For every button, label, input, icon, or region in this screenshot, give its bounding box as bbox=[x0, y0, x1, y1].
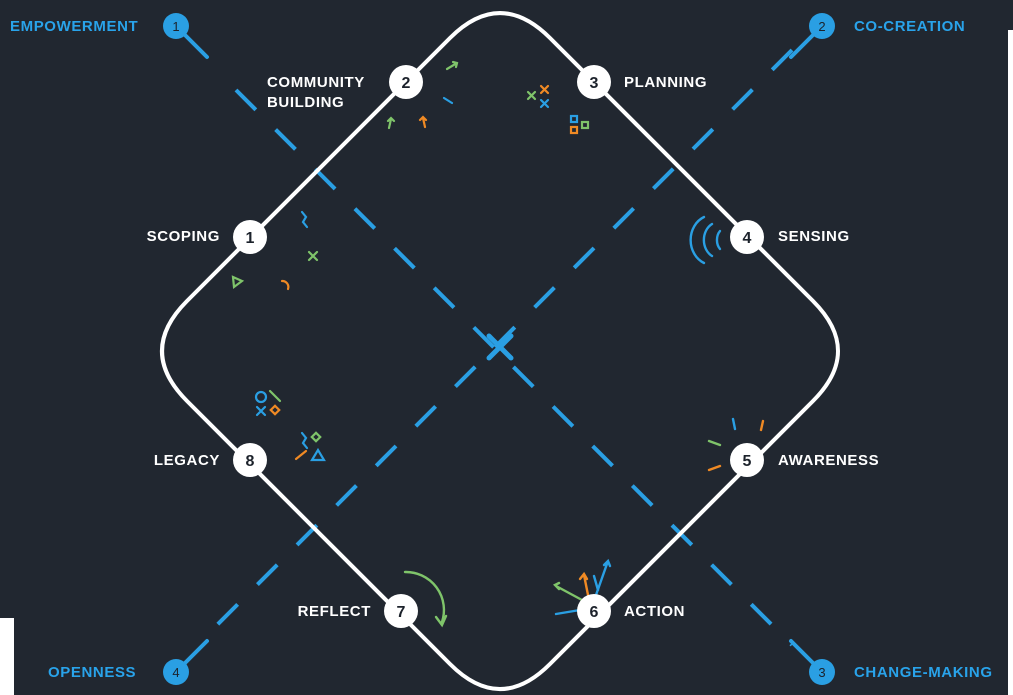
shape-collection-icon bbox=[254, 389, 326, 462]
step-label-scoping: SCOPING bbox=[147, 228, 220, 245]
cross-mark-icon bbox=[486, 333, 514, 361]
step-node-4: 4 SENSING bbox=[730, 220, 850, 254]
scattered-shapes-icon bbox=[231, 210, 319, 291]
principle-number: 2 bbox=[818, 19, 825, 34]
principle-marker-1: 1 EMPOWERMENT bbox=[10, 13, 209, 59]
step-badge bbox=[233, 220, 267, 254]
process-loop bbox=[160, 11, 840, 691]
step-node-5: 5 AWARENESS bbox=[730, 443, 879, 477]
step-badge bbox=[233, 443, 267, 477]
radiating-lines-icon bbox=[707, 417, 765, 472]
step-number: 6 bbox=[590, 604, 599, 621]
step-label-sensing: SENSING bbox=[778, 228, 850, 245]
principle-label-change-making: CHANGE-MAKING bbox=[854, 664, 993, 681]
step-label-planning: PLANNING bbox=[624, 74, 707, 91]
step-badge bbox=[730, 220, 764, 254]
step-badge bbox=[577, 594, 611, 628]
step-number: 8 bbox=[246, 453, 255, 470]
corner-cutout bbox=[0, 618, 14, 695]
step-label-action: ACTION bbox=[624, 603, 685, 620]
step-number: 1 bbox=[246, 230, 255, 247]
step-label-building: BUILDING bbox=[267, 94, 344, 111]
principle-number: 3 bbox=[818, 665, 825, 680]
crosses-and-squares-icon bbox=[526, 84, 590, 135]
step-node-1: 1 SCOPING bbox=[147, 220, 267, 254]
principle-label-openness: OPENNESS bbox=[48, 664, 136, 681]
curved-arrow-icon bbox=[403, 570, 448, 628]
principle-number: 4 bbox=[172, 665, 179, 680]
step-label-community: COMMUNITY bbox=[267, 74, 365, 91]
principle-badge bbox=[163, 13, 189, 39]
step-badge bbox=[730, 443, 764, 477]
step-number: 4 bbox=[743, 230, 752, 247]
axis-empowerment-to-change-making bbox=[234, 88, 794, 647]
principle-label-co-creation: CO-CREATION bbox=[854, 18, 965, 35]
principle-number: 1 bbox=[172, 19, 179, 34]
step-node-2: 2 COMMUNITY BUILDING bbox=[267, 65, 423, 111]
signal-waves-icon bbox=[689, 215, 722, 265]
step-label-awareness: AWARENESS bbox=[778, 452, 879, 469]
principle-badge bbox=[809, 13, 835, 39]
step-label-legacy: LEGACY bbox=[154, 452, 220, 469]
step-node-3: 3 PLANNING bbox=[577, 65, 707, 99]
principle-badge bbox=[809, 659, 835, 685]
axis-co-creation-to-openness bbox=[210, 48, 794, 632]
principle-marker-3: 3 CHANGE-MAKING bbox=[789, 639, 993, 685]
step-number: 5 bbox=[743, 453, 752, 470]
principle-label-empowerment: EMPOWERMENT bbox=[10, 18, 138, 35]
burst-arrows-icon bbox=[552, 558, 612, 616]
step-number: 2 bbox=[402, 75, 411, 92]
diagonal-axes bbox=[210, 48, 794, 647]
principle-marker-4: 4 OPENNESS bbox=[48, 639, 209, 685]
principle-marker-2: 2 CO-CREATION bbox=[789, 13, 965, 59]
converging-arrows-icon bbox=[386, 60, 459, 130]
step-badge bbox=[577, 65, 611, 99]
principle-badge bbox=[163, 659, 189, 685]
step-node-6: 6 ACTION bbox=[577, 594, 685, 628]
step-node-7: 7 REFLECT bbox=[298, 594, 418, 628]
step-number: 3 bbox=[590, 75, 599, 92]
step-badge bbox=[389, 65, 423, 99]
step-badge bbox=[384, 594, 418, 628]
step-number: 7 bbox=[397, 604, 406, 621]
step-label-reflect: REFLECT bbox=[298, 603, 371, 620]
step-node-8: 8 LEGACY bbox=[154, 443, 267, 477]
